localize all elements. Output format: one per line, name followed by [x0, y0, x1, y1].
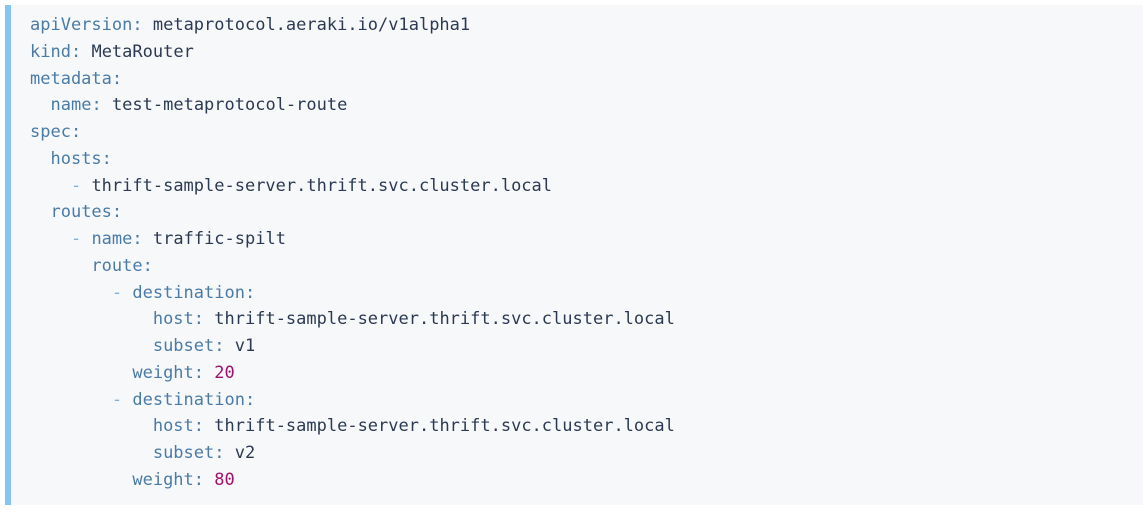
list-dash: - [111, 389, 133, 410]
code-space [225, 336, 235, 356]
code-indent [30, 202, 50, 222]
yaml-colon: : [111, 68, 123, 89]
code-line: - name: traffic-spilt [30, 226, 1143, 253]
code-line: metadata: [30, 66, 1143, 93]
yaml-key: name [50, 95, 92, 116]
yaml-string-value: MetaRouter [91, 41, 194, 62]
code-line: subset: v2 [30, 440, 1143, 467]
code-line: name: test-metaprotocol-route [30, 92, 1143, 119]
yaml-key: apiVersion [30, 15, 133, 35]
code-indent [30, 470, 132, 490]
code-space [102, 95, 112, 115]
yaml-colon: : [70, 122, 82, 142]
code-line: - destination: [30, 280, 1143, 307]
yaml-string-value: metaprotocol.aeraki.io/v1alpha1 [152, 15, 471, 35]
yaml-colon: : [244, 389, 256, 410]
yaml-key: subset [152, 336, 215, 356]
code-line: host: thrift-sample-server.thrift.svc.cl… [30, 413, 1143, 440]
code-indent [30, 229, 71, 249]
code-indent [30, 363, 132, 383]
code-indent [30, 416, 153, 436]
code-line: kind: MetaRouter [30, 39, 1143, 66]
code-indent [30, 176, 71, 196]
code-line: weight: 80 [30, 467, 1143, 494]
code-space [204, 416, 214, 436]
yaml-colon: : [70, 41, 82, 62]
yaml-number-value: 80 [214, 469, 235, 490]
yaml-key: metadata [30, 68, 112, 89]
code-space [204, 363, 214, 383]
yaml-colon: : [132, 229, 143, 249]
yaml-string-value: thrift-sample-server.thrift.svc.cluster.… [214, 416, 675, 437]
yaml-colon: : [214, 336, 225, 356]
yaml-code-content[interactable]: apiVersion: metaprotocol.aeraki.io/v1alp… [11, 5, 1143, 494]
yaml-key: spec [30, 122, 71, 142]
code-space [225, 443, 235, 463]
code-line: hosts: [30, 146, 1143, 173]
yaml-key: destination [132, 389, 245, 410]
yaml-key: route [91, 255, 143, 276]
code-line: - destination: [30, 387, 1143, 414]
yaml-colon: : [214, 443, 225, 463]
yaml-key: hosts [50, 148, 102, 169]
yaml-key: routes [50, 202, 112, 223]
yaml-colon: : [193, 309, 205, 330]
yaml-colon: : [142, 255, 153, 276]
yaml-code-block[interactable]: apiVersion: metaprotocol.aeraki.io/v1alp… [5, 5, 1143, 505]
yaml-string-value: thrift-sample-server.thrift.svc.cluster.… [214, 309, 675, 330]
list-dash: - [70, 229, 92, 249]
code-indent [30, 149, 50, 169]
code-line: spec: [30, 119, 1143, 146]
code-indent [30, 309, 153, 329]
code-indent [30, 256, 91, 276]
yaml-key: host [152, 309, 194, 330]
code-indent [30, 95, 50, 115]
code-space [143, 15, 153, 35]
yaml-colon: : [193, 362, 205, 383]
yaml-colon: : [111, 202, 123, 223]
yaml-key: weight [132, 469, 194, 490]
yaml-key: name [91, 229, 133, 249]
yaml-string-value: test-metaprotocol-route [111, 95, 348, 116]
code-space [204, 470, 214, 490]
code-line: apiVersion: metaprotocol.aeraki.io/v1alp… [30, 12, 1143, 39]
list-dash: - [111, 282, 133, 303]
code-line: weight: 20 [30, 360, 1143, 387]
code-line: host: thrift-sample-server.thrift.svc.cl… [30, 306, 1143, 333]
code-indent [30, 390, 112, 410]
yaml-string-value: v2 [234, 443, 256, 463]
yaml-string-value: thrift-sample-server.thrift.svc.cluster.… [91, 175, 553, 196]
yaml-colon: : [193, 416, 205, 437]
yaml-key: kind [30, 41, 71, 62]
code-line: routes: [30, 199, 1143, 226]
yaml-key: destination [132, 282, 245, 303]
yaml-string-value: v1 [234, 336, 256, 356]
list-dash: - [70, 175, 92, 196]
yaml-string-value: traffic-spilt [152, 229, 286, 249]
yaml-colon: : [101, 148, 112, 169]
yaml-colon: : [91, 95, 102, 116]
code-line: subset: v1 [30, 333, 1143, 360]
code-space [204, 309, 214, 329]
yaml-colon: : [132, 15, 143, 35]
yaml-key: host [152, 416, 194, 437]
yaml-colon: : [244, 282, 256, 303]
code-indent [30, 336, 153, 356]
code-line: route: [30, 253, 1143, 280]
code-space [143, 229, 153, 249]
yaml-key: subset [152, 443, 215, 463]
yaml-number-value: 20 [214, 362, 235, 383]
code-line: - thrift-sample-server.thrift.svc.cluste… [30, 173, 1143, 200]
code-space [81, 42, 91, 62]
yaml-colon: : [193, 469, 205, 490]
yaml-key: weight [132, 362, 194, 383]
code-indent [30, 443, 153, 463]
code-indent [30, 283, 112, 303]
